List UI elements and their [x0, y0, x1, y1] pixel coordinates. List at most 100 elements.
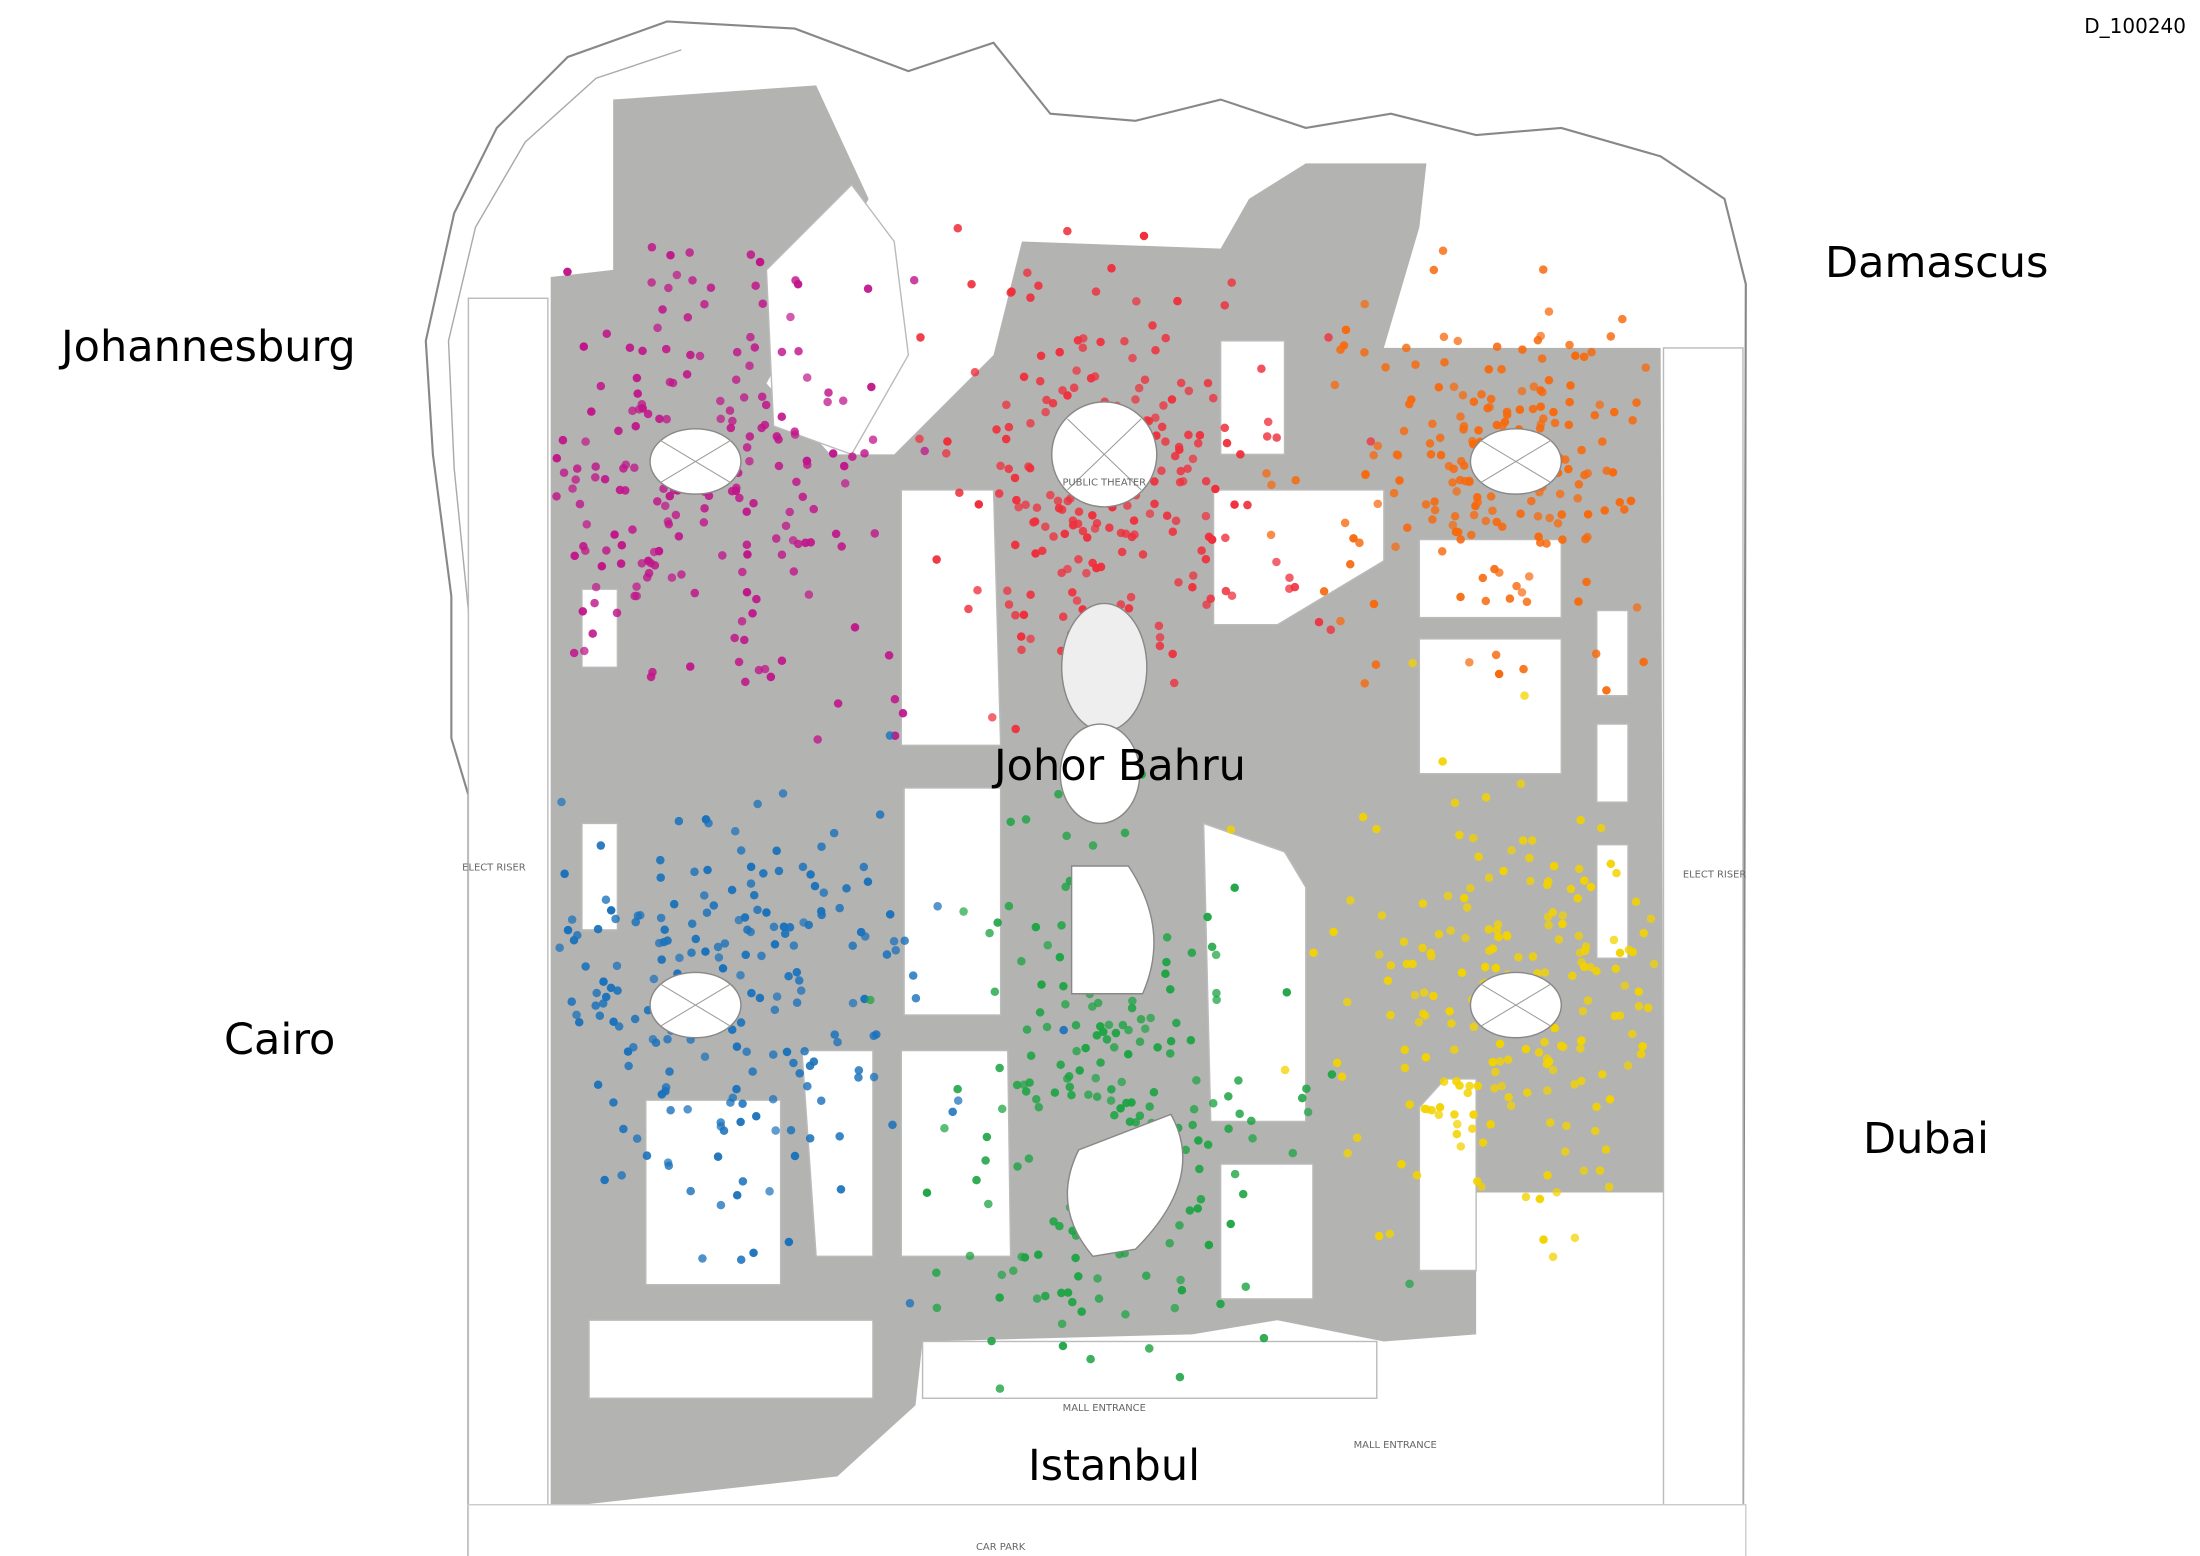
- visitor-dot: [1457, 968, 1467, 977]
- visitor-dot: [1395, 476, 1404, 485]
- visitor-dot: [1041, 522, 1050, 532]
- visitor-dot: [909, 275, 919, 285]
- visitor-dot: [602, 329, 612, 338]
- visitor-dot: [816, 907, 826, 916]
- visitor-dot: [1272, 557, 1281, 567]
- visitor-dot: [632, 582, 641, 591]
- visitor-dot: [742, 443, 752, 452]
- visitor-dot: [1057, 1319, 1067, 1329]
- visitor-dot: [1620, 505, 1629, 514]
- visitor-dot: [1162, 957, 1171, 967]
- visitor-dot: [760, 664, 770, 674]
- visitor-dot: [1211, 950, 1221, 960]
- visitor-dot: [1420, 1011, 1430, 1020]
- visitor-dot: [1092, 1031, 1102, 1040]
- visitor-dot: [1048, 399, 1058, 408]
- visitor-dot: [725, 406, 735, 415]
- visitor-dot: [1017, 645, 1026, 655]
- visitor-dot: [809, 1057, 819, 1066]
- visitor-dot: [1175, 1221, 1184, 1230]
- visitor-dot: [772, 992, 782, 1001]
- visitor-dot: [859, 862, 869, 872]
- visitor-dot: [995, 1063, 1004, 1073]
- visitor-dot: [1355, 538, 1364, 548]
- visitor-dot: [765, 1187, 774, 1196]
- visitor-dot: [1072, 596, 1082, 605]
- visitor-dot: [702, 908, 712, 917]
- visitor-dot: [596, 841, 606, 850]
- visitor-dot: [745, 456, 754, 466]
- visitor-dot: [701, 815, 711, 824]
- visitor-dot: [735, 493, 744, 503]
- visitor-dot: [1102, 1035, 1112, 1044]
- visitor-dot: [757, 423, 766, 433]
- visitor-dot: [1518, 345, 1527, 354]
- visitor-dot: [1574, 931, 1584, 941]
- visitor-dot: [1332, 1058, 1342, 1068]
- visitor-dot: [1548, 1252, 1558, 1262]
- visitor-dot: [1538, 387, 1547, 397]
- visitor-dot: [1127, 1098, 1136, 1107]
- visitor-dot: [835, 1132, 844, 1141]
- visitor-dot: [1428, 515, 1437, 524]
- visitor-dot: [1020, 1253, 1030, 1262]
- visitor-dot: [1197, 546, 1206, 555]
- visitor-dot: [1427, 952, 1436, 961]
- visitor-dot: [1580, 876, 1589, 885]
- visitor-dot: [716, 1118, 726, 1127]
- visitor-dot: [741, 677, 750, 687]
- visitor-dot: [1549, 407, 1558, 417]
- visitor-dot: [1118, 1020, 1128, 1030]
- visitor-dot: [1202, 600, 1211, 609]
- visitor-dot: [1430, 505, 1440, 515]
- visitor-dot: [779, 922, 789, 932]
- visitor-dot: [1077, 1307, 1086, 1316]
- visitor-dot: [602, 546, 611, 555]
- visitor-dot: [1542, 539, 1551, 548]
- visitor-dot: [769, 1050, 778, 1059]
- visitor-dot: [1060, 529, 1070, 539]
- visitor-dot: [596, 381, 606, 391]
- visitor-dot: [1459, 893, 1469, 903]
- visitor-dot: [1465, 476, 1474, 486]
- visitor-dot: [1451, 527, 1461, 536]
- visitor-dot: [567, 915, 577, 924]
- visitor-dot: [1183, 464, 1192, 473]
- visitor-dot: [749, 1248, 758, 1258]
- visitor-dot: [1063, 1074, 1072, 1083]
- visitor-dot: [1469, 833, 1478, 843]
- visitor-dot: [1477, 390, 1486, 399]
- visitor-dot: [591, 582, 601, 592]
- visitor-dot: [1337, 1072, 1347, 1082]
- visitor-dot: [656, 855, 665, 865]
- visitor-dot: [1342, 997, 1352, 1007]
- visitor-dot: [777, 656, 787, 666]
- visitor-dot: [1238, 1189, 1248, 1199]
- visitor-dot: [1570, 1080, 1579, 1089]
- visitor-dot: [1548, 1065, 1558, 1075]
- visitor-dot: [1204, 1240, 1214, 1250]
- visitor-dot: [1528, 952, 1538, 961]
- visitor-dot: [752, 594, 761, 604]
- visitor-dot: [661, 344, 671, 354]
- visitor-dot: [1023, 268, 1032, 277]
- visitor-dot: [854, 1066, 864, 1075]
- visitor-dot: [1168, 527, 1178, 536]
- visitor-dot: [1206, 594, 1215, 603]
- visitor-dot: [1507, 846, 1516, 855]
- visitor-dot: [778, 789, 788, 798]
- visitor-dot: [1303, 1107, 1313, 1117]
- visitor-dot: [732, 1042, 742, 1051]
- visitor-dot: [1227, 278, 1236, 287]
- visitor-dot: [1522, 1088, 1532, 1097]
- visitor-dot: [810, 881, 820, 891]
- visitor-dot: [1405, 1279, 1414, 1289]
- visitor-dot: [746, 927, 755, 937]
- visitor-dot: [970, 367, 980, 377]
- visitor-dot: [619, 1124, 628, 1134]
- visitor-dot: [1236, 450, 1245, 459]
- visitor-dot: [1036, 351, 1046, 361]
- visitor-dot: [789, 567, 799, 576]
- car-park-label: CAR PARK: [976, 1542, 1026, 1553]
- visitor-dot: [748, 609, 757, 618]
